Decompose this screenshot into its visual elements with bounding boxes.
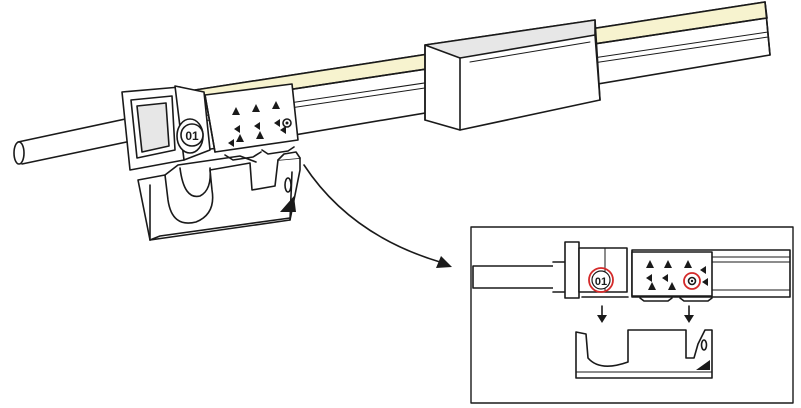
mounting-clip	[137, 151, 301, 241]
end-cap	[121, 85, 211, 171]
label-circle-main	[180, 123, 204, 147]
module-label-main: 01	[185, 129, 199, 143]
callout-arrow	[303, 164, 452, 268]
highlight-label-circle	[588, 267, 614, 293]
detail-clip	[575, 329, 713, 379]
module-label-detail: 01	[595, 276, 607, 288]
highlight-screw-circle	[683, 272, 701, 290]
detail-box	[470, 226, 794, 404]
connector-sleeve	[424, 19, 601, 131]
down-arrow-icon	[597, 305, 694, 323]
arrow-marks	[228, 101, 286, 147]
